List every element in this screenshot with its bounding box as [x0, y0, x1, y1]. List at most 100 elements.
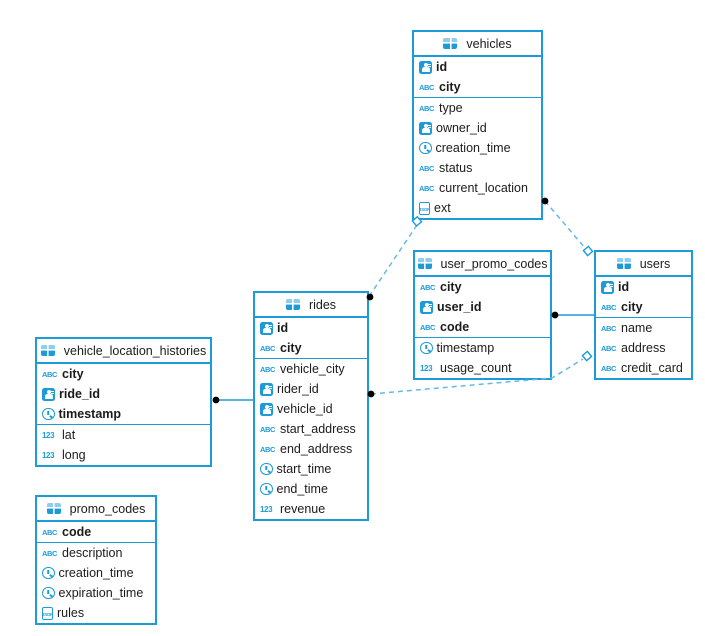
column-name: end_time — [276, 481, 328, 496]
text-type-icon: ABC — [419, 103, 435, 113]
clock-icon — [260, 462, 273, 476]
id-badge-icon — [260, 321, 273, 335]
column-name: name — [621, 320, 653, 335]
table-name: user_promo_codes — [440, 256, 548, 271]
column-name: expiration_time — [58, 585, 144, 600]
table-name: vehicles — [466, 36, 512, 51]
column-name: city — [62, 366, 84, 381]
column-name: credit_card — [621, 360, 683, 375]
column-row[interactable]: user_id — [415, 297, 550, 317]
column-name: rider_id — [277, 381, 319, 396]
table-header[interactable]: rides — [255, 293, 367, 318]
clock-icon — [42, 407, 55, 421]
column-row[interactable]: ABC start_address — [255, 419, 367, 439]
column-row[interactable]: creation_time — [37, 563, 155, 583]
table-name: promo_codes — [69, 501, 146, 516]
column-row[interactable]: expiration_time — [37, 583, 155, 603]
column-name: vehicle_city — [280, 361, 345, 376]
column-row[interactable]: vehicle_id — [255, 399, 367, 419]
column-name: city — [621, 299, 643, 314]
column-name: creation_time — [58, 565, 134, 580]
column-row[interactable]: ABC city — [255, 338, 367, 358]
id-badge-icon — [419, 60, 432, 74]
column-row[interactable]: creation_time — [414, 138, 541, 158]
column-name: id — [618, 279, 630, 294]
column-row[interactable]: id — [596, 277, 691, 297]
table-name: vehicle_location_histories — [63, 343, 207, 358]
table-name: rides — [308, 297, 337, 312]
column-row[interactable]: ABC city — [596, 297, 691, 317]
text-type-icon: ABC — [260, 343, 276, 353]
column-row[interactable]: ride_id — [37, 384, 210, 404]
id-badge-icon — [42, 387, 55, 401]
column-row[interactable]: id — [255, 318, 367, 338]
relation-vehicles-rides[interactable] — [369, 224, 418, 296]
table-grid-icon — [46, 503, 61, 514]
json-icon-label: JSON — [41, 612, 54, 617]
table-header[interactable]: vehicles — [414, 32, 541, 57]
table-header[interactable]: users — [596, 252, 691, 277]
table-header[interactable]: user_promo_codes — [415, 252, 550, 277]
clock-icon — [42, 566, 55, 580]
table-grid-icon — [417, 258, 432, 269]
json-type-icon: JSON — [41, 606, 54, 620]
column-row[interactable]: timestamp — [37, 404, 210, 424]
relation-vehicles-users[interactable] — [544, 200, 586, 249]
text-type-icon: ABC — [260, 424, 276, 434]
id-badge-icon — [260, 382, 273, 396]
column-name: vehicle_id — [277, 401, 333, 416]
column-name: status — [439, 160, 473, 175]
column-row[interactable]: timestamp — [415, 338, 550, 358]
column-name: city — [440, 279, 462, 294]
number-type-icon: 123 — [420, 363, 433, 373]
table-grid-icon — [285, 299, 300, 310]
column-row[interactable]: id — [414, 57, 541, 77]
relation-endpoint-diamond — [581, 350, 593, 362]
column-row[interactable]: rider_id — [255, 379, 367, 399]
column-row[interactable]: owner_id — [414, 118, 541, 138]
column-name: revenue — [280, 501, 326, 516]
number-type-icon: 123 — [260, 504, 273, 514]
column-name: start_address — [280, 421, 356, 436]
column-row[interactable]: 123 revenue — [255, 499, 367, 519]
text-type-icon: ABC — [601, 302, 617, 312]
column-name: city — [439, 79, 461, 94]
column-row[interactable]: end_time — [255, 479, 367, 499]
json-type-icon: JSON — [419, 201, 430, 215]
table-header[interactable]: promo_codes — [37, 497, 155, 522]
primary-key-section: id ABC city — [596, 277, 691, 317]
table-header[interactable]: vehicle_location_histories — [37, 339, 210, 364]
column-row[interactable]: start_time — [255, 459, 367, 479]
column-name: city — [280, 340, 302, 355]
